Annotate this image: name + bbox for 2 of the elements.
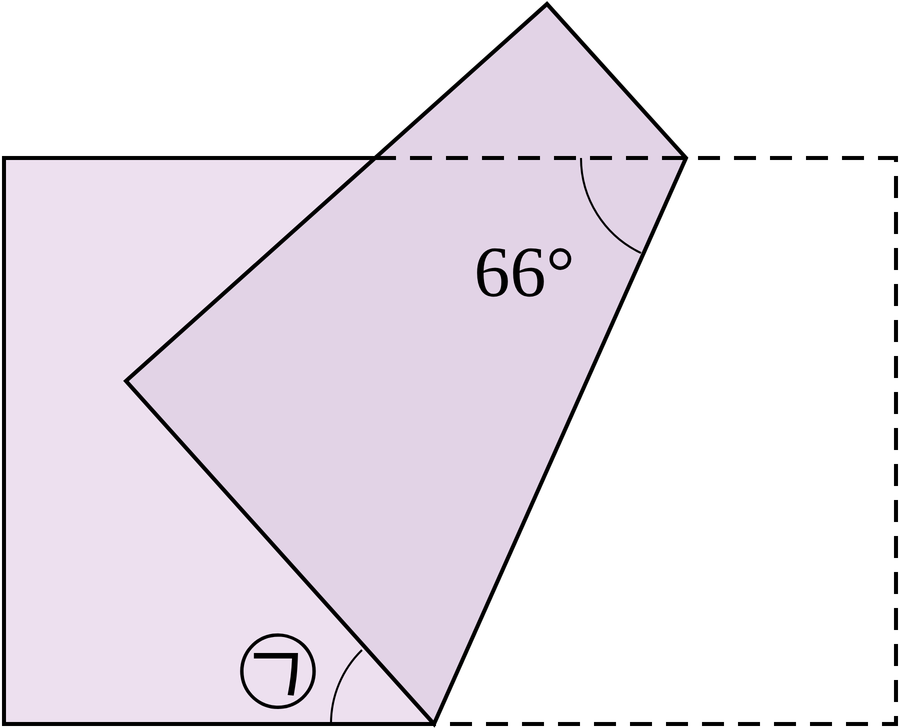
angle-label: 66° [474,236,575,308]
angle-marker: ㉠ [235,627,315,707]
